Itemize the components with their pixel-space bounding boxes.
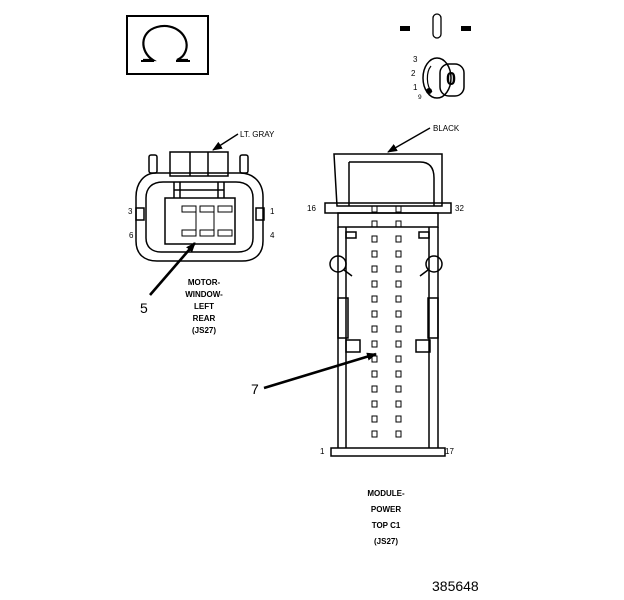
ohm-icon: [126, 15, 209, 75]
cavity: [395, 220, 402, 228]
cavity: [371, 310, 378, 318]
cavity: [395, 385, 402, 393]
cavity: [395, 235, 402, 243]
cavity: [395, 280, 402, 288]
cavity: [395, 415, 402, 423]
pin-label: 4: [270, 231, 275, 240]
connector-motor-window: [135, 151, 265, 262]
cavity: [395, 325, 402, 333]
pin-label: 17: [445, 447, 454, 456]
pin-label: 1: [320, 447, 325, 456]
cavity: [371, 430, 378, 438]
connector-color-label: LT. GRAY: [240, 130, 275, 139]
black-leader: [387, 127, 431, 153]
cavity: [395, 340, 402, 348]
callout-5-leader: [149, 242, 196, 296]
connector-color-label: BLACK: [433, 124, 460, 133]
cavity: [371, 205, 378, 213]
cavity: [395, 430, 402, 438]
cavity: [371, 325, 378, 333]
cavity: [371, 220, 378, 228]
connector-motor-window-cavities: [181, 205, 233, 237]
connector-name: MODULE- POWER TOP C1 (JS27): [367, 489, 405, 546]
ignition-switch-icon: [400, 13, 471, 99]
cavity: [395, 250, 402, 258]
pin-label: 6: [129, 231, 134, 240]
connector-name: MOTOR- WINDOW- LEFT REAR (JS27): [185, 278, 223, 335]
pin-label: 3: [128, 207, 133, 216]
callout-number: 5: [140, 300, 148, 316]
connector-module-power: [324, 153, 452, 457]
cavity: [395, 310, 402, 318]
cavity: [371, 265, 378, 273]
cavity: [371, 370, 378, 378]
switch-position-label: 1: [413, 83, 418, 92]
cavity: [395, 205, 402, 213]
switch-position-label: 3: [413, 55, 418, 64]
switch-position-label: 9: [418, 94, 422, 101]
pin-label: 1: [270, 207, 275, 216]
lt-gray-leader: [212, 133, 239, 151]
cavity: [371, 385, 378, 393]
cavity: [371, 295, 378, 303]
cavity: [371, 250, 378, 258]
cavity: [395, 370, 402, 378]
cavity: [371, 415, 378, 423]
cavity: [395, 265, 402, 273]
cavity: [395, 400, 402, 408]
cavity: [371, 235, 378, 243]
cavity: [371, 340, 378, 348]
figure-id: 385648: [432, 578, 479, 594]
pin-label: 32: [455, 204, 464, 213]
callout-number: 7: [251, 381, 259, 397]
callout-7-leader: [263, 352, 377, 390]
switch-position-label: 2: [411, 69, 416, 78]
cavity: [395, 355, 402, 363]
cavity: [371, 280, 378, 288]
cavity: [371, 400, 378, 408]
cavity: [395, 295, 402, 303]
pin-label: 16: [307, 204, 316, 213]
cavity: [371, 355, 378, 363]
connector-module-power-cavities: [371, 205, 402, 438]
switch-knob-label: 0: [446, 69, 457, 89]
